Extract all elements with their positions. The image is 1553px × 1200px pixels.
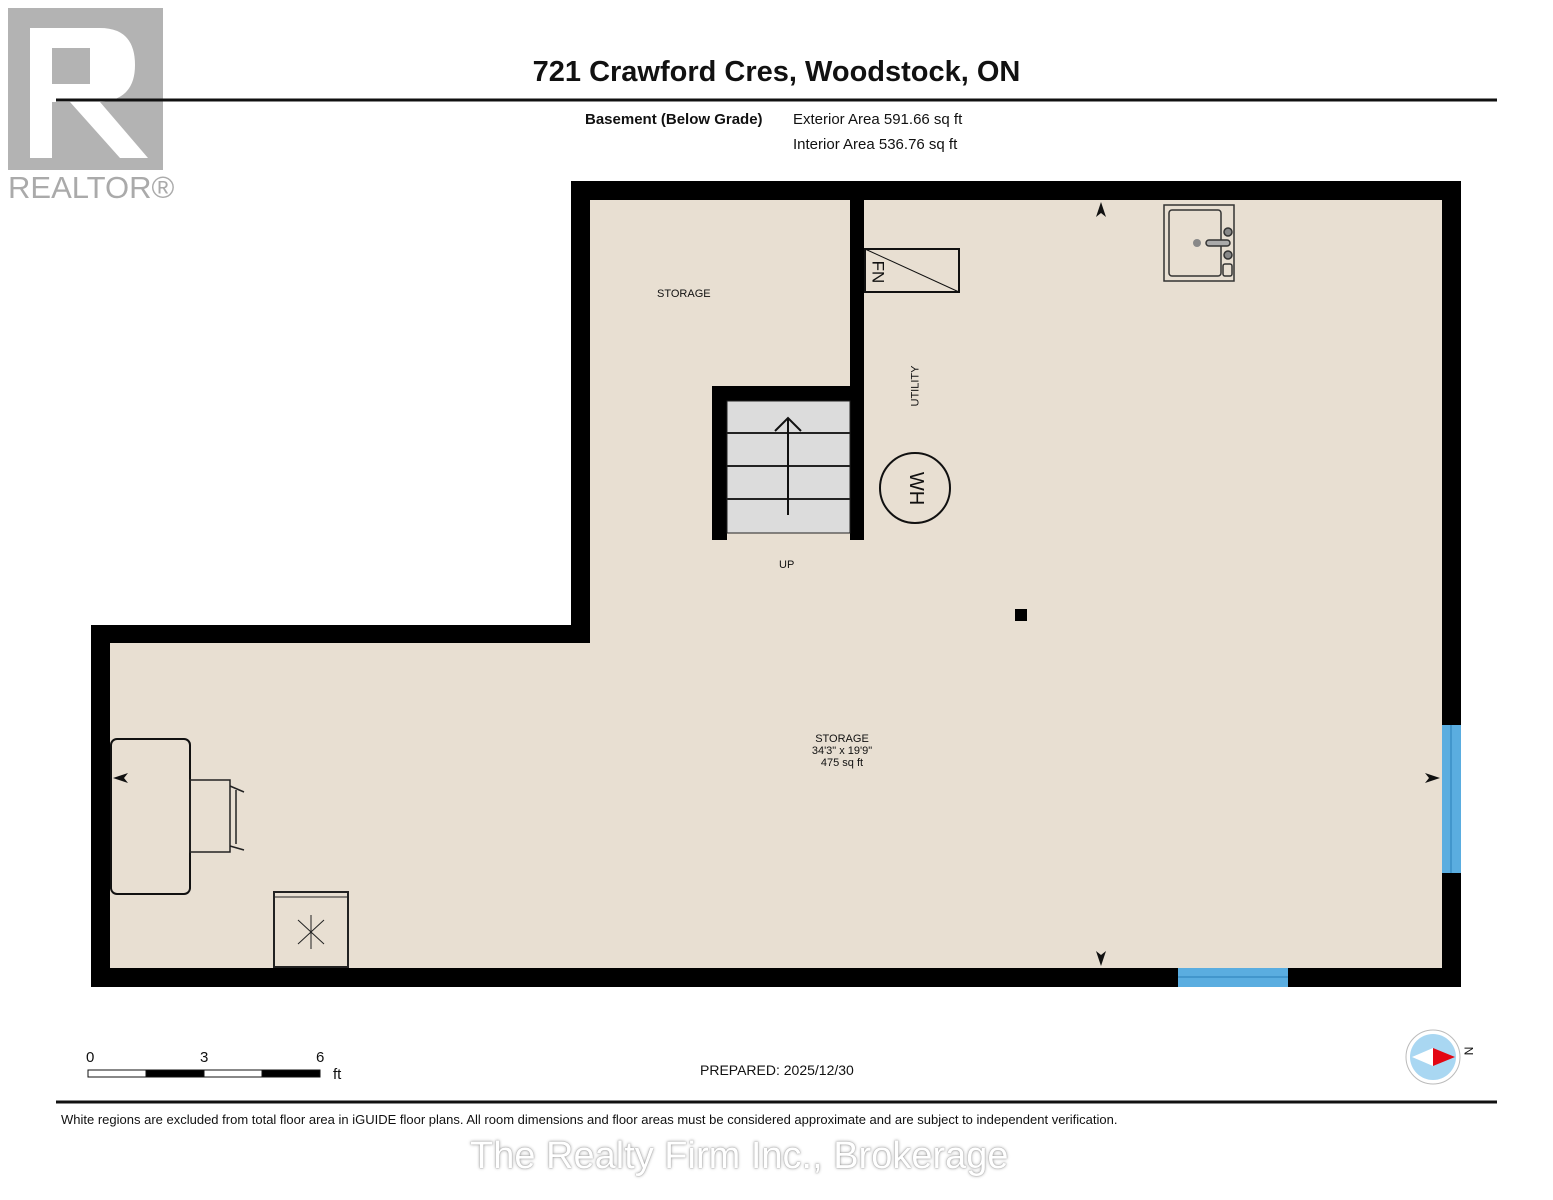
- realtor-logo: [8, 8, 163, 170]
- view-arrows: [113, 202, 1440, 966]
- exterior-area: Exterior Area 591.66 sq ft: [793, 111, 963, 128]
- realtor-logo-text: REALTOR®: [8, 170, 175, 205]
- water-heater-icon: [879, 452, 951, 524]
- room-label-storage: STORAGE: [657, 288, 711, 300]
- page-title: 721 Crawford Cres, Woodstock, ON: [532, 56, 1021, 88]
- sink-icon: [1163, 204, 1235, 282]
- arrow-left-icon: [113, 773, 128, 783]
- scale-unit: ft: [333, 1066, 342, 1083]
- disclaimer: White regions are excluded from total fl…: [61, 1112, 1118, 1127]
- arrow-right-icon: [1425, 773, 1440, 783]
- brokerage-watermark: The Realty Firm Inc., Brokerage: [470, 1135, 1009, 1177]
- prepared-date: PREPARED: 2025/12/30: [700, 1062, 854, 1078]
- interior-area: Interior Area 536.76 sq ft: [793, 136, 958, 153]
- scale-bar: [87, 1069, 321, 1078]
- level-name: Basement (Below Grade): [585, 111, 763, 128]
- freezer-icon: [273, 891, 349, 968]
- arrow-up-icon: [1096, 202, 1106, 217]
- furnace-label: FN: [868, 260, 888, 284]
- compass-north-label: N: [1461, 1046, 1476, 1056]
- scale-tick-6: 6: [316, 1049, 325, 1066]
- room-name: STORAGE: [815, 733, 869, 745]
- scale-tick-3: 3: [200, 1049, 209, 1066]
- chair-icon: [189, 779, 245, 853]
- room-dimensions: 34'3" x 19'9": [811, 745, 873, 757]
- arrow-down-icon: [1096, 951, 1106, 966]
- room-label-main-storage: STORAGE 34'3" x 19'9" 475 sq ft: [792, 733, 892, 769]
- furnace-icon: [864, 248, 960, 293]
- window-right: [1442, 725, 1461, 873]
- compass-icon: [1405, 1029, 1461, 1085]
- room-area: 475 sq ft: [820, 757, 864, 769]
- stairs: [726, 400, 851, 534]
- scale-tick-0: 0: [86, 1049, 95, 1066]
- floor-area: [91, 181, 1461, 987]
- stairs-up-label: UP: [779, 559, 795, 571]
- column-icon: [1015, 609, 1027, 621]
- window-bottom: [1178, 968, 1288, 987]
- water-heater-label: WH: [905, 471, 928, 506]
- room-label-utility: UTILITY: [909, 365, 922, 407]
